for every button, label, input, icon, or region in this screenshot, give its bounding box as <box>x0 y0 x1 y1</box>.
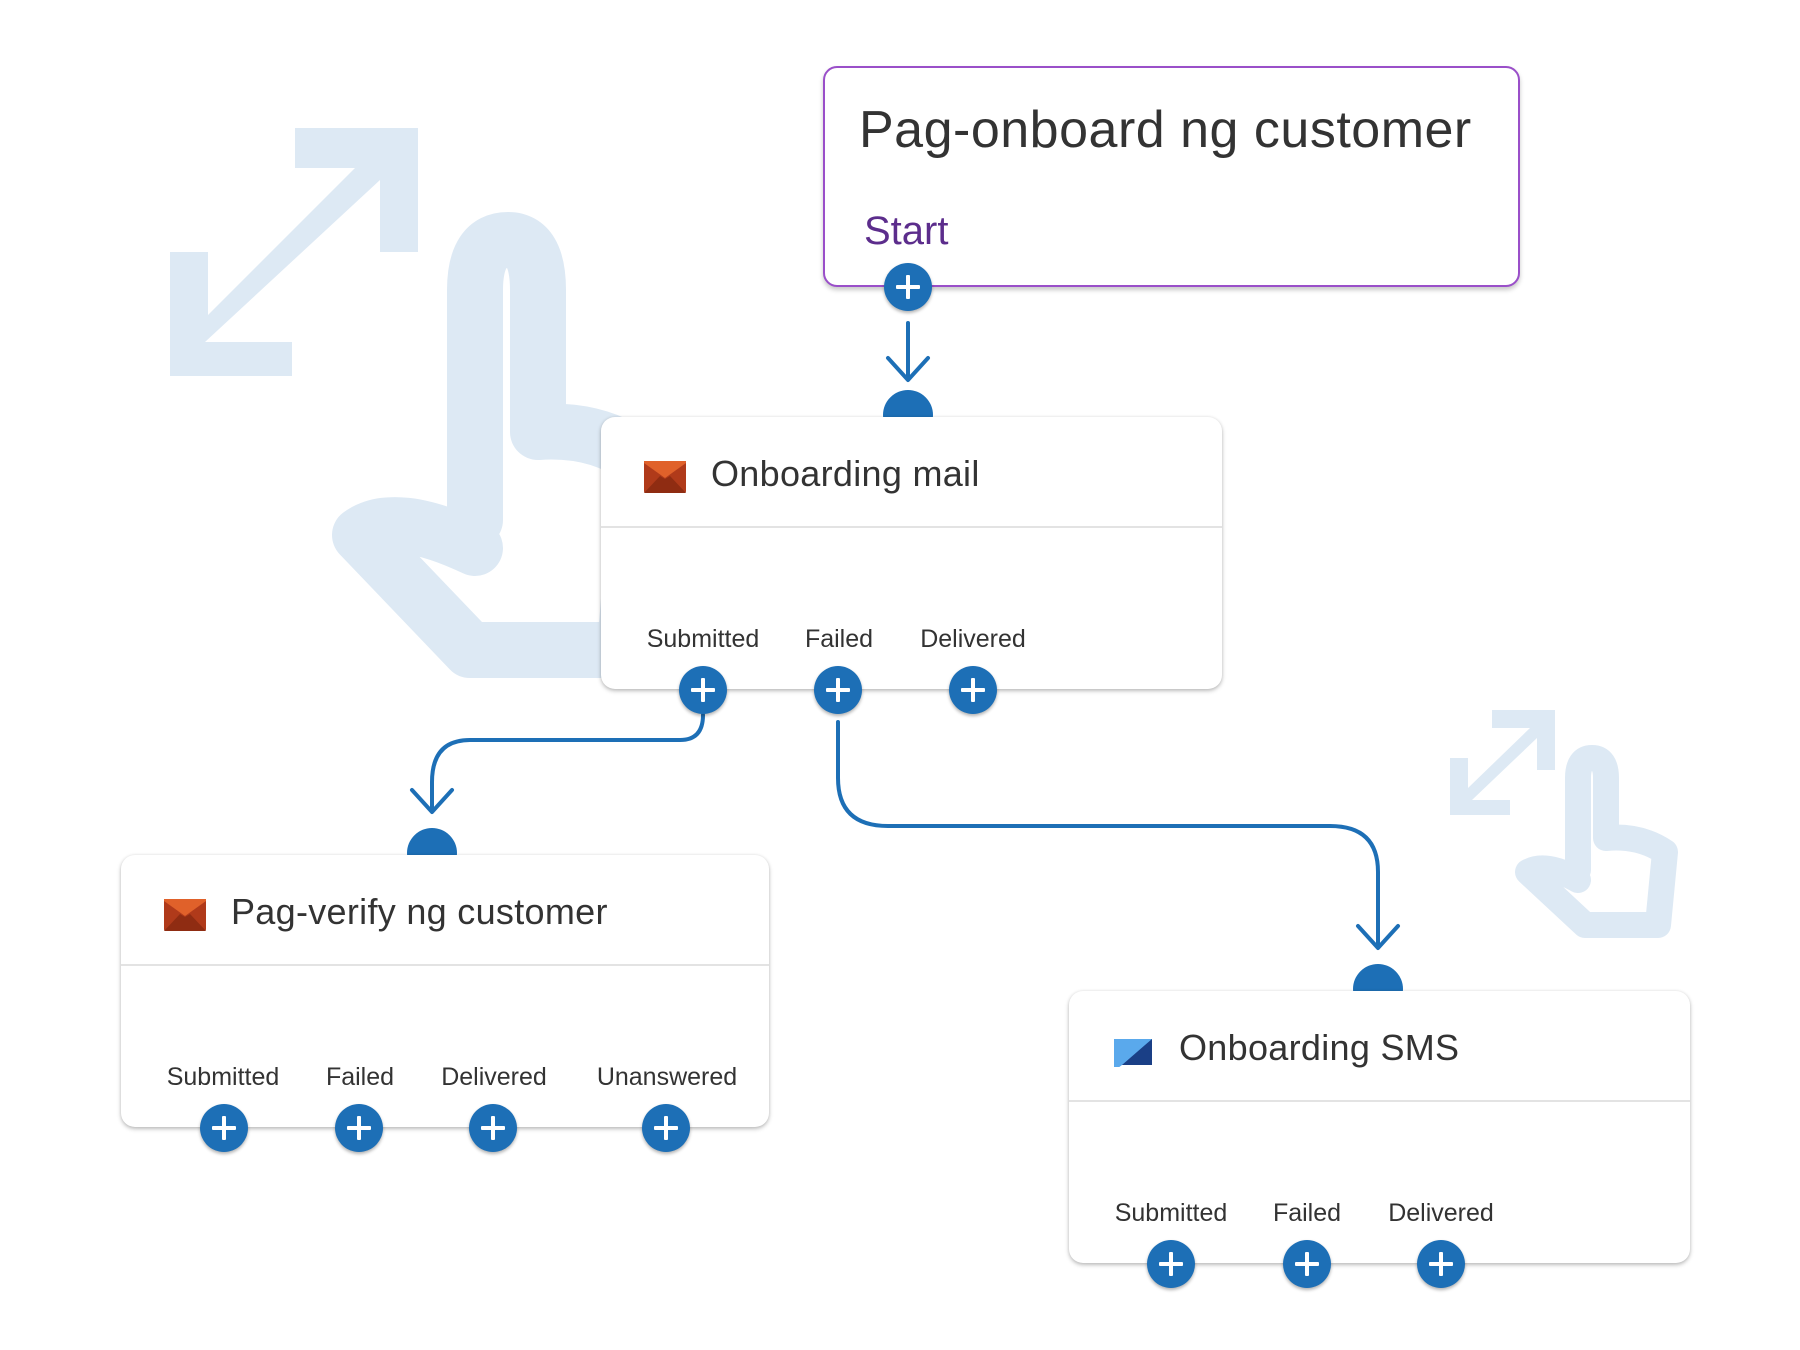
onboarding-mail-submitted-add-button[interactable] <box>679 666 727 714</box>
small-hand-pointer-icon <box>1515 745 1678 938</box>
verify-customer-failed-add-button[interactable] <box>335 1104 383 1152</box>
onboarding-mail-header: Onboarding mail <box>601 417 1222 528</box>
verify-customer-title: Pag-verify ng customer <box>231 891 608 932</box>
onboarding-mail-outlet-failed: Failed <box>804 625 874 653</box>
hand-pointer-icon <box>332 212 668 678</box>
start-node[interactable]: Pag-onboard ng customer Start <box>823 66 1520 287</box>
onboarding-mail-failed-add-button[interactable] <box>814 666 862 714</box>
onboarding-mail-delivered-add-button[interactable] <box>949 666 997 714</box>
onboarding-sms-outlet-failed: Failed <box>1272 1199 1342 1227</box>
connector-start-to-onboarding-mail <box>886 321 930 382</box>
verify-customer-submitted-add-button[interactable] <box>200 1104 248 1152</box>
onboarding-sms-failed-add-button[interactable] <box>1283 1240 1331 1288</box>
verify-customer-unanswered-add-button[interactable] <box>642 1104 690 1152</box>
onboarding-sms-outlet-delivered: Delivered <box>1388 1199 1494 1227</box>
expand-arrows-icon <box>170 128 418 376</box>
verify-customer-outlet-delivered: Delivered <box>441 1063 547 1091</box>
envelope-icon <box>644 461 686 493</box>
small-expand-arrows-icon <box>1450 710 1555 815</box>
envelope-icon <box>164 899 206 931</box>
sms-icon <box>1114 1039 1152 1067</box>
onboarding-mail-title: Onboarding mail <box>711 453 980 494</box>
onboarding-mail-node[interactable]: Onboarding mail Submitted Failed Deliver… <box>601 417 1222 689</box>
onboarding-sms-header: Onboarding SMS <box>1069 991 1690 1102</box>
onboarding-sms-node[interactable]: Onboarding SMS Submitted Failed Delivere… <box>1069 991 1690 1263</box>
verify-customer-outlet-submitted: Submitted <box>166 1063 280 1091</box>
verify-customer-delivered-add-button[interactable] <box>469 1104 517 1152</box>
start-node-label: Start <box>864 209 949 253</box>
connector-failed-to-sms <box>836 720 1400 950</box>
onboarding-sms-delivered-add-button[interactable] <box>1417 1240 1465 1288</box>
verify-customer-node[interactable]: Pag-verify ng customer Submitted Failed … <box>121 855 769 1127</box>
onboarding-sms-title: Onboarding SMS <box>1179 1027 1460 1068</box>
connector-submitted-to-verify <box>410 713 705 814</box>
onboarding-mail-outlet-submitted: Submitted <box>646 625 760 653</box>
onboarding-sms-outlet-submitted: Submitted <box>1114 1199 1228 1227</box>
start-node-title: Pag-onboard ng customer <box>859 101 1472 159</box>
start-add-button[interactable] <box>884 263 932 311</box>
verify-customer-outlet-failed: Failed <box>325 1063 395 1091</box>
verify-customer-outlet-unanswered: Unanswered <box>596 1063 738 1091</box>
onboarding-mail-outlet-delivered: Delivered <box>920 625 1026 653</box>
verify-customer-header: Pag-verify ng customer <box>121 855 769 966</box>
onboarding-sms-submitted-add-button[interactable] <box>1147 1240 1195 1288</box>
